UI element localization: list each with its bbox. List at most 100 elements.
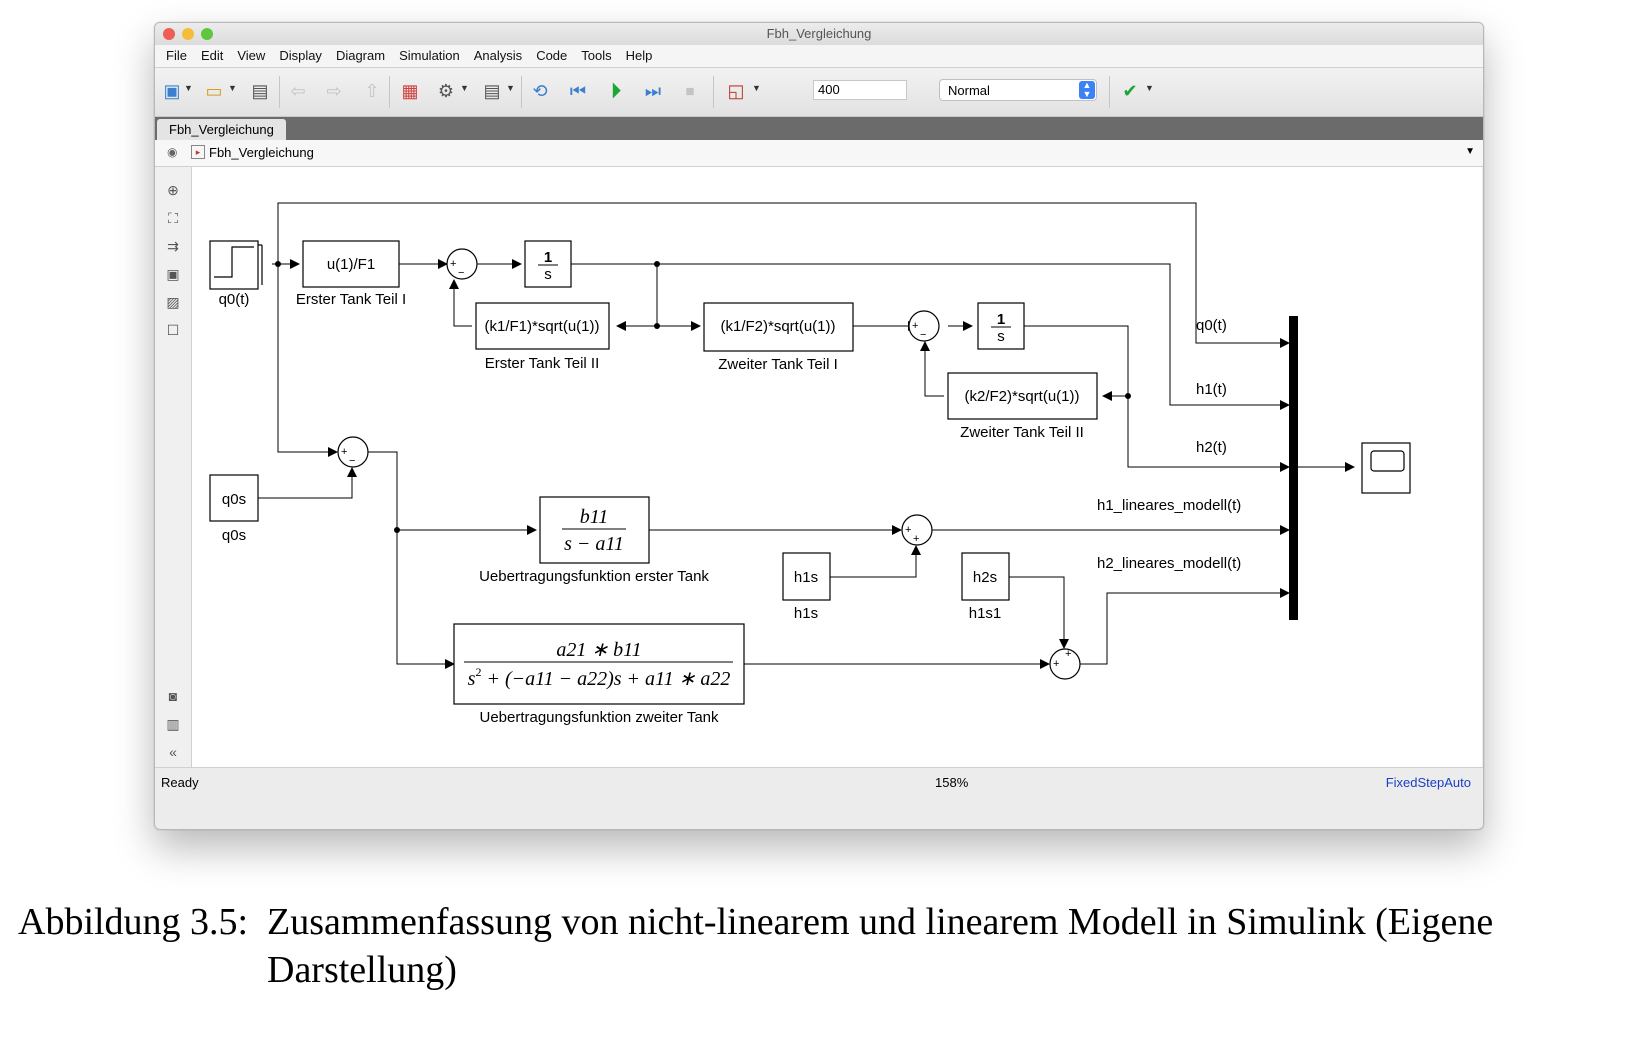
signal-h2-lin-line[interactable] — [1080, 588, 1290, 665]
sum5-block[interactable] — [1049, 648, 1081, 680]
new-model-icon[interactable]: ▣ — [163, 81, 181, 101]
hide-explorer-icon[interactable]: ◉ — [167, 145, 178, 159]
h1s-constant-block[interactable] — [782, 552, 831, 601]
run-icon[interactable]: ⏵ — [610, 78, 622, 103]
h2s-constant-block[interactable] — [961, 552, 1010, 601]
gear-dropdown-icon[interactable]: ▼ — [460, 83, 469, 93]
q0s-constant-block[interactable] — [209, 474, 259, 522]
sum3-block[interactable] — [901, 514, 933, 546]
menu-simulation[interactable]: Simulation — [399, 48, 460, 63]
signal-label-q0: q0(t) — [1196, 317, 1227, 334]
menu-code[interactable]: Code — [536, 48, 568, 63]
signal-h2s-to-sum5[interactable] — [1006, 576, 1069, 649]
menu-diagram[interactable]: Diagram — [335, 48, 386, 63]
menu-view[interactable]: View — [237, 48, 266, 63]
sum-sign-minus: − — [458, 267, 464, 279]
tab-model[interactable]: Fbh_Vergleichung — [157, 119, 286, 140]
fcn1-expression: u(1)/F1 — [327, 256, 375, 273]
address-dropdown-icon[interactable]: ▼ — [1465, 146, 1475, 157]
signal-q0s-to-sum4[interactable] — [254, 467, 357, 499]
zoom-in-icon[interactable]: ⊕ — [167, 182, 179, 198]
integrator2-block[interactable] — [977, 302, 1025, 350]
fcn1-block[interactable] — [302, 240, 400, 288]
new-model-dropdown-icon[interactable]: ▼ — [184, 83, 193, 93]
sum-sign-plus: + — [913, 533, 919, 545]
diagram-canvas[interactable]: + − + − + − + + + + u(1)/F1 1 s (k1/F1)*… — [192, 167, 1482, 767]
signal-sum4-to-tf2[interactable] — [368, 451, 455, 669]
menu-bar: File Edit View Display Diagram Simulation Anal… — [155, 45, 1483, 68]
save-icon[interactable]: ▤ — [251, 81, 269, 101]
solver-link[interactable]: FixedStepAuto — [1385, 775, 1471, 790]
step-forward-icon[interactable]: ⏭ — [644, 81, 662, 101]
sum2-block[interactable] — [908, 310, 940, 342]
mux-block[interactable] — [1289, 316, 1298, 620]
simulation-mode-select[interactable]: Normal ▲▼ — [939, 79, 1097, 101]
sum-sign-minus: − — [920, 329, 926, 341]
collapse-icon[interactable]: « — [169, 744, 177, 760]
menu-tools[interactable]: Tools — [581, 48, 612, 63]
menu-analysis[interactable]: Analysis — [473, 48, 523, 63]
menu-file[interactable]: File — [166, 48, 187, 63]
status-text: Ready — [161, 775, 199, 790]
open-dropdown-icon[interactable]: ▼ — [228, 83, 237, 93]
sum1-block[interactable] — [446, 248, 478, 280]
signal-step-to-sum4[interactable] — [277, 264, 338, 457]
signal-h1s-to-sum3[interactable] — [827, 545, 921, 578]
model-icon: ▸ — [191, 145, 205, 159]
sum4-block[interactable] — [337, 436, 369, 468]
image-icon[interactable]: ▨ — [166, 294, 180, 310]
step-block[interactable] — [209, 240, 263, 290]
explorer-dropdown-icon[interactable]: ▼ — [506, 83, 515, 93]
q0s-label: q0s — [222, 527, 246, 544]
model-browser-icon[interactable]: ▥ — [166, 716, 180, 732]
signal-to-fcn2[interactable] — [616, 264, 658, 331]
close-window-button[interactable] — [163, 28, 175, 40]
camera-icon[interactable]: ◙ — [168, 688, 178, 704]
stop-icon[interactable]: ⏹ — [685, 81, 695, 101]
fcn2-expression: (k1/F1)*sqrt(u(1)) — [484, 318, 599, 335]
breadcrumb[interactable]: Fbh_Vergleichung — [209, 145, 314, 160]
tf1-denominator: s − a11 — [564, 533, 624, 555]
forward-arrow-icon[interactable]: ⇨ — [326, 81, 342, 101]
arrow-connect-icon[interactable]: ⇉ — [167, 238, 179, 254]
signal-h1-line[interactable] — [567, 263, 1290, 410]
open-folder-icon[interactable]: ▭ — [205, 81, 223, 101]
minimize-window-button[interactable] — [182, 28, 194, 40]
menu-display[interactable]: Display — [279, 48, 322, 63]
zoom-window-button[interactable] — [201, 28, 213, 40]
window-title: Fbh_Vergleichung — [766, 26, 872, 41]
annotation-icon[interactable]: ▣ — [166, 266, 180, 282]
check-icon[interactable]: ✔ — [1122, 81, 1138, 101]
update-diagram-icon[interactable]: ⟲ — [532, 81, 548, 101]
library-browser-icon[interactable]: ▦ — [401, 81, 419, 101]
menu-edit[interactable]: Edit — [200, 48, 224, 63]
signal-fcn2-to-sum1[interactable] — [449, 279, 472, 327]
stop-time-input[interactable] — [813, 80, 907, 100]
gear-icon[interactable]: ⚙ — [437, 81, 455, 101]
scope-icon[interactable]: ◱ — [727, 81, 745, 101]
status-bar: Ready 158% FixedStepAuto — [155, 767, 1483, 798]
fcn4-block[interactable] — [947, 372, 1098, 420]
integrator1-block[interactable] — [524, 240, 572, 288]
scope-dropdown-icon[interactable]: ▼ — [752, 83, 761, 93]
fcn2-block[interactable] — [475, 302, 610, 350]
chevron-updown-icon: ▲▼ — [1079, 81, 1095, 99]
model-explorer-icon[interactable]: ▤ — [483, 81, 501, 101]
sum-sign-plus: + — [1065, 648, 1071, 660]
tab-bar: Fbh_Vergleichung — [155, 117, 1483, 140]
menu-help[interactable]: Help — [625, 48, 653, 63]
signal-fcn4-to-sum2[interactable] — [920, 341, 944, 397]
fcn3-block[interactable] — [703, 302, 854, 352]
simulink-window: Fbh_Vergleichung File Edit View Display Diag… — [154, 22, 1484, 830]
step-back-icon[interactable]: ⏮ — [569, 81, 587, 101]
tf2-label: Uebertragungsfunktion zweiter Tank — [479, 709, 719, 726]
simulation-mode-value: Normal — [948, 83, 990, 98]
back-arrow-icon[interactable]: ⇦ — [290, 81, 306, 101]
sum-sign-plus: + — [905, 524, 911, 536]
up-arrow-icon[interactable]: ⇧ — [364, 81, 380, 101]
tf1-block[interactable] — [539, 496, 650, 564]
fit-to-view-icon[interactable]: ⛶ — [168, 210, 178, 226]
area-icon[interactable]: ☐ — [166, 322, 180, 338]
tf2-block[interactable] — [453, 623, 745, 705]
check-dropdown-icon[interactable]: ▼ — [1145, 83, 1154, 93]
